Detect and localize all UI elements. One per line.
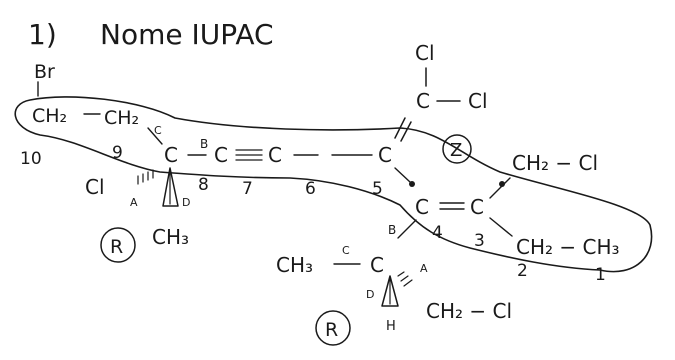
double-bond-line-b [400, 121, 412, 142]
bottom-chloromethyl: CH₂ − Cl [426, 299, 512, 323]
left-chlorine: Cl [85, 175, 105, 199]
title-number: 1) [28, 18, 57, 51]
title-text: Nome IUPAC [100, 18, 274, 51]
left-methyl: CH₃ [152, 225, 189, 249]
locant-10: 10 [20, 149, 42, 169]
bond-9-8 [147, 127, 163, 145]
locant-1: 1 [595, 265, 606, 285]
priority-b-bottom: B [388, 223, 396, 237]
locant-7: 7 [242, 179, 253, 199]
priority-c-left: C [154, 124, 162, 137]
bottom-methyl: CH₃ [276, 253, 313, 277]
top-carbon: C [416, 89, 430, 113]
locant-3: 3 [474, 231, 485, 251]
r-descriptor-left: R [110, 236, 123, 258]
ethyl-group: CH₂ − CH₃ [516, 235, 620, 259]
bond-3-ch2cl [489, 177, 511, 199]
priority-a-bottom: A [420, 262, 428, 275]
z-descriptor-circle [442, 134, 472, 164]
hashed-bond-bottom [397, 271, 413, 287]
bond-dot-left [409, 181, 415, 187]
bottom-carbon: C [370, 253, 384, 277]
bond-5-4 [394, 167, 411, 183]
carbon-9-label: CH₂ [104, 107, 139, 129]
priority-d-left: D [182, 196, 190, 209]
carbon-5-label: C [378, 143, 392, 167]
locant-8: 8 [198, 175, 209, 195]
carbon-10-label: CH₂ [32, 105, 67, 127]
carbon-7-label: C [214, 143, 228, 167]
right-chloromethyl: CH₂ − Cl [512, 151, 598, 175]
locant-5: 5 [372, 179, 383, 199]
priority-c-bottom: C [342, 244, 350, 257]
bond-4-branch [397, 219, 417, 239]
priority-d-bottom: D [366, 288, 374, 301]
bottom-hydrogen: H [386, 319, 396, 334]
priority-b-left: B [200, 137, 208, 151]
carbon-8-label: C [164, 143, 178, 167]
r-descriptor-left-circle [100, 227, 136, 263]
wedge-bond-bottom [381, 275, 399, 307]
hashed-bond-left [137, 169, 154, 185]
top-right-chlorine: Cl [468, 89, 488, 113]
r-descriptor-bottom: R [325, 319, 338, 341]
locant-4: 4 [432, 223, 443, 243]
priority-a-left: A [130, 196, 138, 209]
double-bond-line-a [394, 117, 406, 139]
top-chlorine: Cl [415, 41, 435, 65]
bond-dot-right [499, 181, 505, 187]
carbon-3-label: C [470, 195, 484, 219]
main-chain-outline [14, 96, 653, 273]
bromine-label: Br [34, 61, 55, 83]
locant-9: 9 [112, 143, 123, 163]
carbon-4-label: C [415, 195, 429, 219]
r-descriptor-bottom-circle [315, 310, 351, 346]
locant-6: 6 [305, 179, 316, 199]
z-descriptor: Z [450, 140, 462, 161]
locant-2: 2 [517, 261, 528, 281]
carbon-6-label: C [268, 143, 282, 167]
bond-3-2 [489, 217, 513, 237]
wedge-bond-left [162, 167, 179, 207]
